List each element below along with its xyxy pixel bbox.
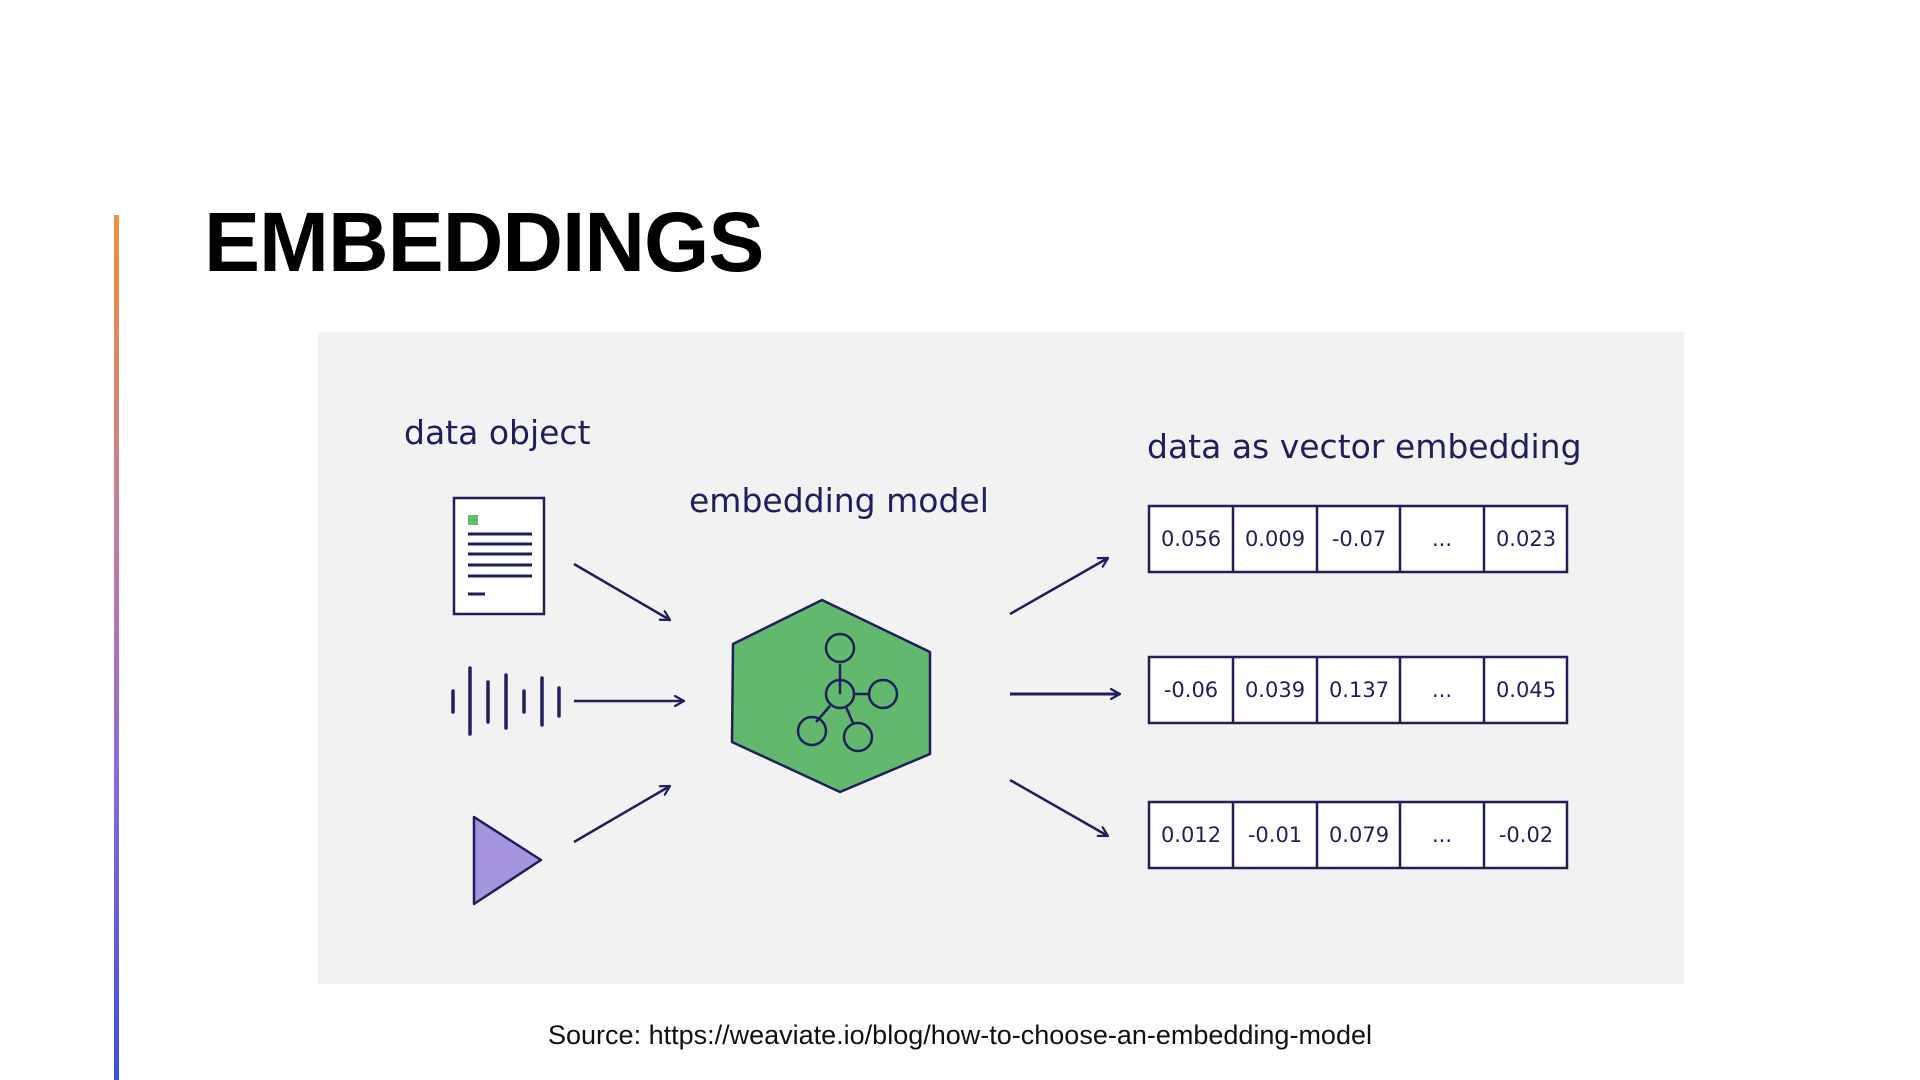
vector-row-3: 0.012 -0.01 0.079 ... -0.02 <box>1147 800 1569 870</box>
arrow-model-to-vector-1 <box>1009 558 1108 616</box>
vector-cell: -0.07 <box>1332 527 1386 551</box>
vector-cell: 0.079 <box>1329 823 1389 847</box>
arrow-model-to-vector-3 <box>1009 778 1108 836</box>
vector-cell: 0.137 <box>1329 678 1389 702</box>
arrow-document-to-model <box>573 562 670 620</box>
arrow-video-to-model <box>573 786 670 844</box>
vector-cell: 0.023 <box>1496 527 1556 551</box>
audio-waveform-icon <box>451 666 561 736</box>
vector-cell: -0.06 <box>1164 678 1218 702</box>
data-object-label: data object <box>404 413 591 452</box>
vector-cell: -0.01 <box>1248 823 1302 847</box>
vector-row-1: 0.056 0.009 -0.07 ... 0.023 <box>1147 504 1569 574</box>
vector-embedding-label: data as vector embedding <box>1147 427 1582 466</box>
source-caption: Source: https://weaviate.io/blog/how-to-… <box>548 1020 1372 1050</box>
vector-cell: ... <box>1432 678 1452 702</box>
vector-cell: 0.056 <box>1161 527 1221 551</box>
document-icon <box>452 496 546 616</box>
vector-cell: 0.009 <box>1245 527 1305 551</box>
video-play-icon <box>472 815 543 906</box>
embedding-model-label: embedding model <box>689 481 989 520</box>
network-node-hexagon-icon <box>730 598 932 794</box>
vector-cell: ... <box>1432 823 1452 847</box>
slide-title: EMBEDDINGS <box>204 195 764 289</box>
vector-cell: -0.02 <box>1499 823 1553 847</box>
input-arrows <box>573 562 684 844</box>
embedding-diagram: data object embedding model data as vect… <box>318 332 1684 984</box>
vector-cell: ... <box>1432 527 1452 551</box>
accent-bar <box>114 215 119 1080</box>
vector-cell: 0.039 <box>1245 678 1305 702</box>
vector-cell: 0.012 <box>1161 823 1221 847</box>
vector-row-2: -0.06 0.039 0.137 ... 0.045 <box>1147 655 1569 725</box>
output-arrows <box>1009 558 1120 836</box>
vector-cell: 0.045 <box>1496 678 1556 702</box>
